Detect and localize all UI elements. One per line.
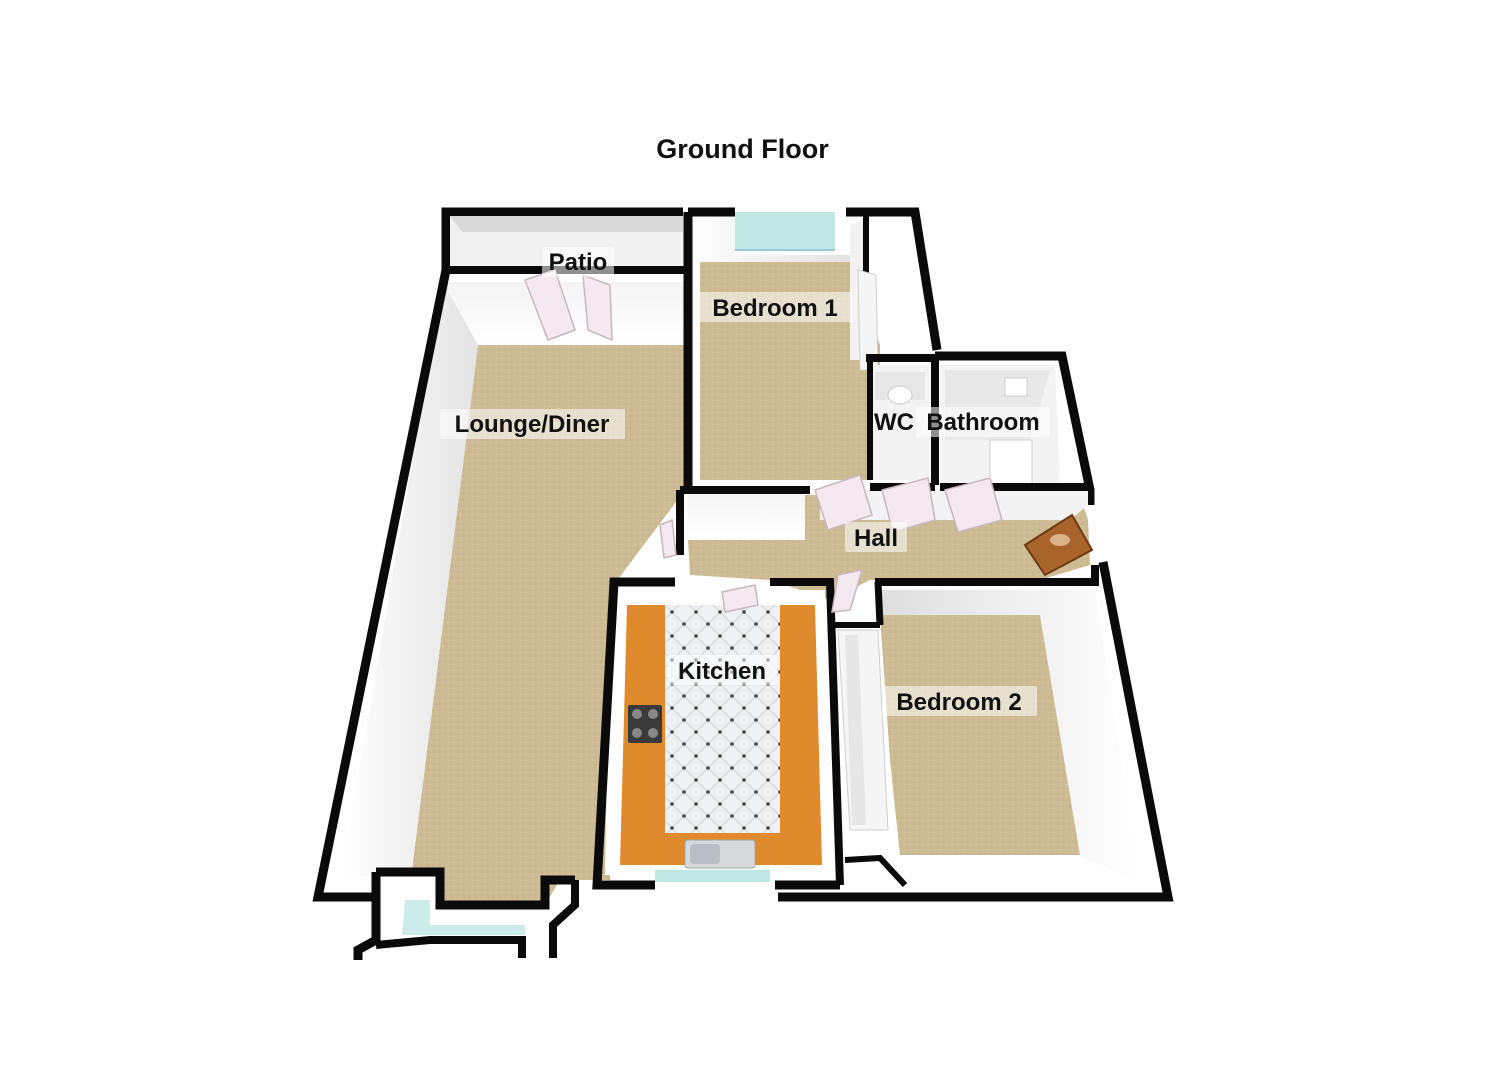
label-bedroom-2: Bedroom 2 [896, 689, 1021, 716]
label-lounge-diner: Lounge/Diner [455, 411, 610, 438]
patio-doors [524, 269, 613, 342]
room-kitchen [592, 577, 844, 890]
label-wc: WC [874, 409, 914, 436]
label-hall: Hall [854, 525, 898, 552]
room-bedroom-2 [778, 561, 1174, 902]
room-patio [450, 216, 683, 266]
bay-window [353, 867, 579, 960]
label-bedroom-1: Bedroom 1 [712, 295, 837, 322]
room-labels: Patio Bedroom 1 Lounge/Diner WC Bathroom… [440, 247, 1050, 716]
label-bathroom: Bathroom [926, 409, 1039, 436]
floor-title: Ground Floor [656, 134, 829, 164]
label-patio: Patio [549, 249, 608, 276]
room-wc [866, 354, 939, 485]
label-kitchen: Kitchen [678, 658, 766, 685]
